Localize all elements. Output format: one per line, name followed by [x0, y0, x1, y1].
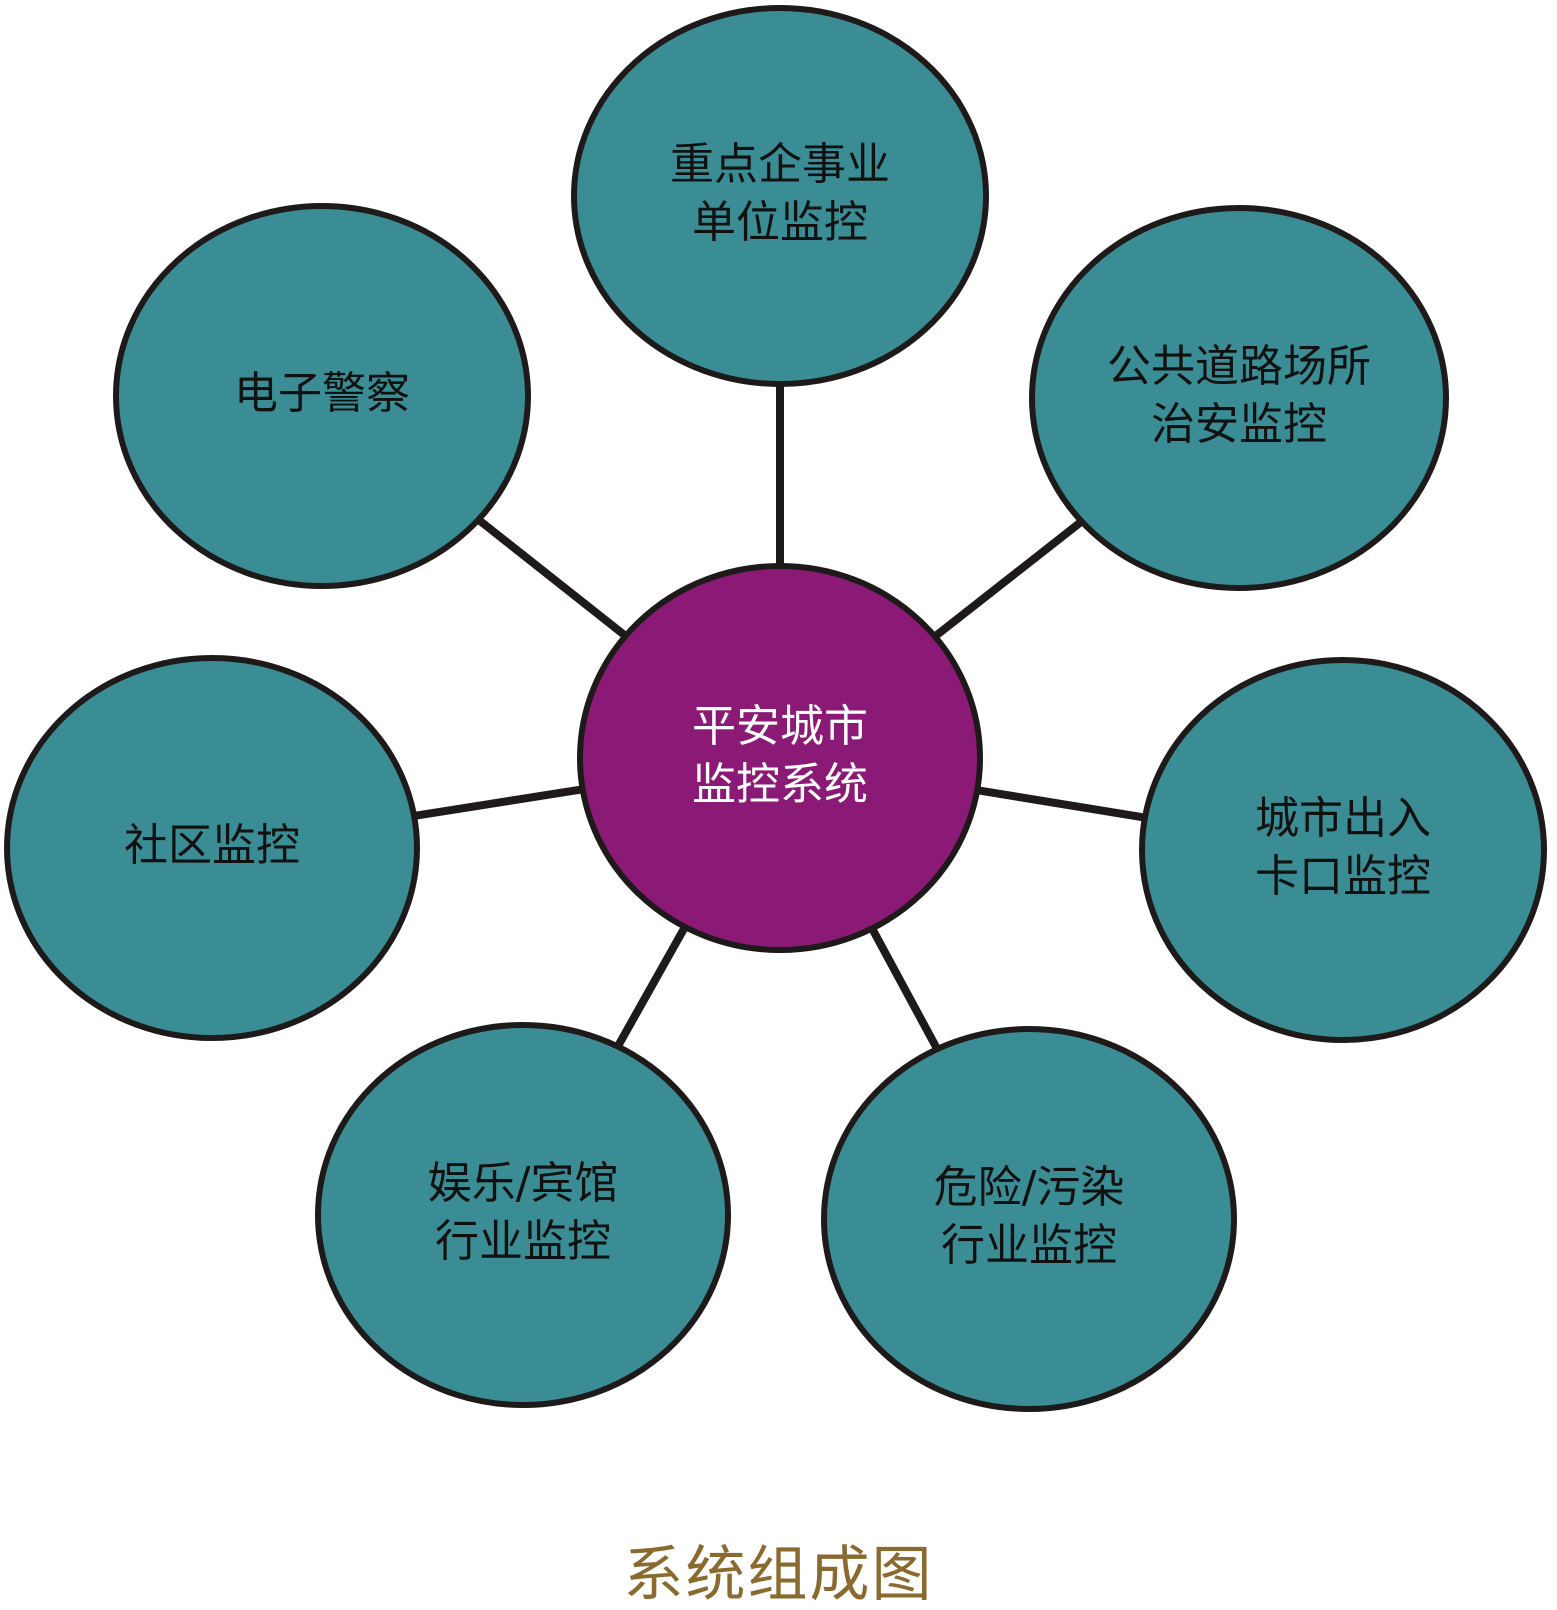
- node-electronic-police: 电子警察: [113, 203, 531, 589]
- node-electronic-police-shape: [113, 203, 531, 589]
- node-public-road-security-monitoring-label-line-2: 治安监控: [1151, 399, 1327, 450]
- node-entertainment-hotel-monitoring-label-line-2: 行业监控: [435, 1216, 611, 1267]
- node-community-monitoring-shape: [4, 655, 420, 1041]
- node-public-road-security-monitoring-label-line-1: 公共道路场所: [1107, 341, 1371, 392]
- node-community-monitoring-label-line-1: 社区监控: [124, 820, 300, 871]
- center-node-safe-city-label-line-1: 平安城市: [692, 701, 868, 752]
- node-hazard-pollution-monitoring-shape: [821, 1026, 1237, 1412]
- diagram-caption: 系统组成图: [623, 1540, 934, 1610]
- node-key-enterprise-monitoring-label-line-2: 单位监控: [692, 197, 868, 248]
- connector-line-3: [976, 786, 1146, 822]
- connector-line-5: [614, 924, 689, 1049]
- node-electronic-police-label-line-1: 电子警察: [234, 368, 410, 419]
- diagram-nodes: 重点企事业单位监控公共道路场所治安监控城市出入卡口监控危险/污染行业监控娱乐/宾…: [4, 5, 1547, 1412]
- center-node-safe-city-shape: [577, 563, 983, 953]
- connector-line-2: [932, 518, 1085, 640]
- node-hazard-pollution-monitoring-label-line-1: 危险/污染: [934, 1162, 1125, 1213]
- node-community-monitoring: 社区监控: [4, 655, 420, 1041]
- node-entertainment-hotel-monitoring-label-line-1: 娱乐/宾馆: [428, 1158, 619, 1209]
- node-hazard-pollution-monitoring-label-line-2: 行业监控: [941, 1220, 1117, 1271]
- node-public-road-security-monitoring-shape: [1029, 205, 1449, 591]
- connector-line-7: [475, 516, 629, 640]
- node-city-checkpoint-monitoring-label-line-2: 卡口监控: [1255, 851, 1431, 902]
- node-key-enterprise-monitoring-label-line-1: 重点企事业: [670, 139, 890, 190]
- node-entertainment-hotel-monitoring-shape: [315, 1022, 731, 1408]
- connector-line-4: [868, 926, 941, 1052]
- center-node-safe-city-label-line-2: 监控系统: [692, 759, 868, 810]
- connector-line-6: [413, 785, 584, 820]
- node-key-enterprise-monitoring-shape: [571, 5, 989, 387]
- node-city-checkpoint-monitoring-shape: [1139, 657, 1547, 1043]
- node-city-checkpoint-monitoring-label-line-1: 城市出入: [1255, 793, 1431, 844]
- connector-lines: [413, 384, 1146, 1052]
